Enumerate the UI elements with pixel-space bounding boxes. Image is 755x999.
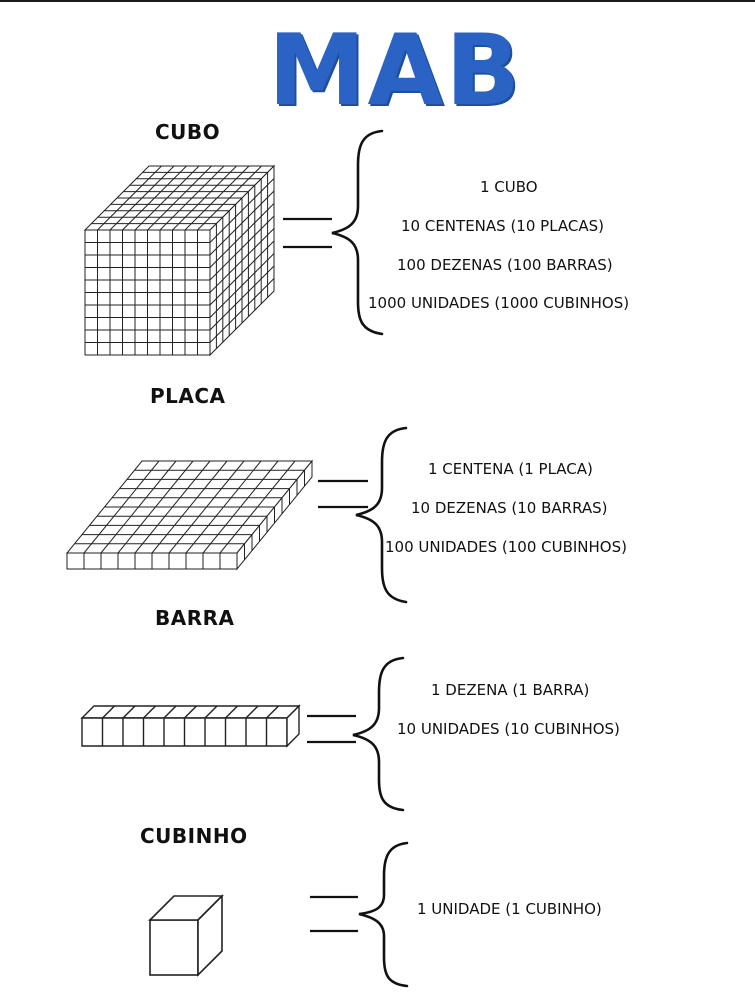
- bar-10-illustration: [80, 704, 301, 748]
- top-border-line: [0, 0, 755, 2]
- placa-line-1: 1 CENTENA (1 PLACA): [428, 460, 593, 478]
- brace-cubo: [331, 129, 384, 336]
- cubo-line-3: 100 DEZENAS (100 BARRAS): [397, 256, 613, 274]
- section-label-cubinho: CUBINHO: [140, 824, 248, 848]
- unit-cube-illustration: [148, 894, 224, 977]
- cubo-line-2: 10 CENTENAS (10 PLACAS): [401, 217, 604, 235]
- barra-line-1: 1 DEZENA (1 BARRA): [431, 681, 590, 699]
- cubo-line-1: 1 CUBO: [480, 178, 538, 196]
- cubinho-line-1: 1 UNIDADE (1 CUBINHO): [417, 900, 602, 918]
- placa-line-3: 100 UNIDADES (100 CUBINHOS): [385, 538, 627, 556]
- cube-1000-illustration: [83, 164, 276, 357]
- section-label-barra: BARRA: [155, 606, 235, 630]
- section-label-cubo: CUBO: [155, 120, 221, 144]
- curly-braces: [331, 129, 409, 988]
- brace-placa: [355, 426, 408, 604]
- placa-line-2: 10 DEZENAS (10 BARRAS): [411, 499, 608, 517]
- brace-cubinho: [358, 841, 409, 988]
- section-label-placa: PLACA: [150, 384, 226, 408]
- plate-100-illustration: [65, 459, 314, 571]
- connector-lines: [283, 217, 368, 933]
- page-title: MAB: [267, 14, 523, 128]
- cubo-line-4: 1000 UNIDADES (1000 CUBINHOS): [368, 294, 630, 312]
- barra-line-2: 10 UNIDADES (10 CUBINHOS): [397, 720, 620, 738]
- brace-barra: [352, 656, 405, 812]
